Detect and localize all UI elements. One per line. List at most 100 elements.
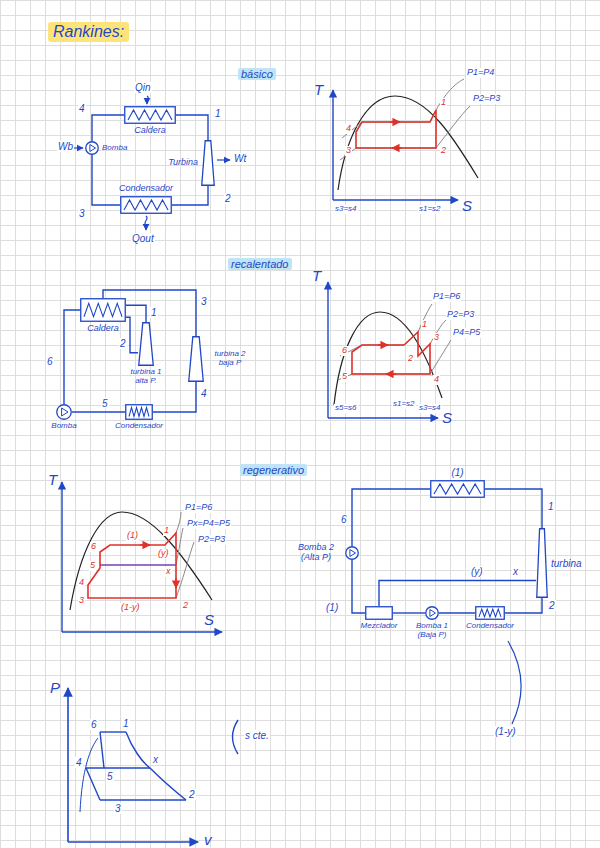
page-title: Rankines:: [48, 22, 129, 42]
state-number: 4: [345, 124, 352, 134]
state-number: 2: [182, 601, 189, 611]
state-label: (1): [325, 602, 339, 613]
axis: [332, 90, 333, 200]
state-number: 4: [433, 375, 440, 385]
section-heading: regenerativo: [240, 464, 307, 476]
state-label: Wt: [233, 153, 247, 164]
flow-arrow: [175, 578, 176, 588]
saturation-dome: [338, 96, 478, 190]
state-number: (1): [126, 531, 139, 541]
state-number: x: [165, 567, 172, 577]
coil-symbol: [124, 200, 168, 210]
coil-housing: [126, 405, 153, 420]
state-number: (1-y): [120, 603, 141, 613]
state-label: Wb: [57, 141, 74, 152]
pipe: [176, 115, 208, 140]
pipe: [505, 598, 542, 613]
component-name: Condensador: [118, 184, 174, 194]
condenser: Condensador: [114, 404, 164, 431]
state-number: 3: [78, 596, 85, 606]
turbine: turbina 2 baja P: [188, 336, 254, 382]
coil-symbol: [129, 408, 149, 417]
coil-housing: [476, 607, 505, 620]
boiler: Caldera: [124, 106, 176, 136]
state-label: x: [512, 566, 519, 577]
process-line: [86, 768, 100, 800]
turbine: Turbina: [167, 140, 215, 186]
pipe: [153, 382, 196, 412]
state-label: 2: [119, 338, 127, 349]
state-label: 3: [78, 208, 86, 219]
property-label: P1=P4: [466, 68, 495, 78]
component-name: Caldera: [133, 126, 167, 136]
component-name: Bomba: [50, 422, 77, 431]
pipe: [352, 560, 365, 613]
heat-out-arrow: [145, 216, 147, 230]
heat-in-arrow: [146, 96, 148, 104]
coil-symbol: [128, 110, 172, 120]
axis-label: S: [462, 198, 472, 215]
property-label: P2=P3: [472, 94, 501, 104]
work-arrow: [73, 147, 83, 148]
pump: Bomba 1 (Baja P): [409, 606, 455, 640]
property-label: s3=s4: [334, 205, 358, 214]
axis: [328, 417, 438, 418]
state-number: 5: [89, 561, 96, 571]
state-label: 4: [200, 388, 208, 399]
state-number: 3: [433, 333, 440, 343]
condenser-symbol: [475, 606, 505, 620]
component-name: Caldera: [86, 324, 120, 334]
process-line: [100, 731, 126, 732]
component-name: turbina: [550, 558, 583, 569]
state-label: 2: [188, 789, 196, 800]
state-number: 3: [345, 146, 352, 156]
turbine-symbol: [189, 337, 204, 382]
isobar: [340, 106, 470, 160]
component-name: Turbina: [167, 158, 199, 168]
pump-symbol: [430, 610, 436, 617]
pipe: [92, 115, 124, 141]
pipe: [352, 489, 430, 546]
state-number: 2: [407, 354, 414, 364]
pipe: [393, 612, 425, 613]
boiler: (1): [430, 467, 485, 498]
pump-symbol: [90, 145, 96, 152]
turbine-symbol: [188, 336, 204, 382]
state-label: 6: [90, 719, 98, 730]
state-label: 2: [224, 193, 232, 204]
condenser: Condensador: [118, 184, 174, 214]
work-arrow: [217, 159, 230, 160]
turbine-symbol: [537, 529, 548, 598]
pipe: [379, 581, 536, 607]
state-label: s cte.: [244, 730, 270, 741]
state-label: 3: [200, 296, 208, 307]
pump-symbol: [56, 404, 72, 420]
state-number: 6: [341, 346, 348, 356]
pump-symbol: [86, 142, 99, 155]
component-name: Bomba 1 (Baja P): [409, 622, 455, 640]
pipe: [126, 305, 146, 322]
property-label: P1=P6: [184, 503, 213, 513]
section-heading: recalentado: [228, 258, 292, 270]
pipe: [72, 411, 125, 412]
pipe: [485, 489, 542, 528]
flow-arrow: [140, 544, 150, 545]
pipe: [439, 612, 475, 613]
cycle-path: [356, 110, 436, 148]
component-name: Bomba: [101, 144, 128, 153]
property-label: P1=P6: [432, 292, 461, 302]
axis-label: T: [48, 472, 57, 489]
property-label: P4=P5: [452, 328, 481, 338]
isobar: [176, 528, 183, 565]
property-label: s1=s2: [418, 205, 442, 214]
coil-housing: [431, 481, 485, 498]
property-label: s5=s6: [334, 404, 358, 413]
isobar: [418, 320, 446, 356]
component-name: (1): [450, 467, 464, 478]
process-line: [100, 799, 186, 800]
section-heading: básico: [238, 68, 276, 80]
state-number: (y): [157, 549, 170, 559]
component-name: turbina 2 baja P: [206, 350, 254, 368]
coil-housing: [121, 197, 172, 214]
